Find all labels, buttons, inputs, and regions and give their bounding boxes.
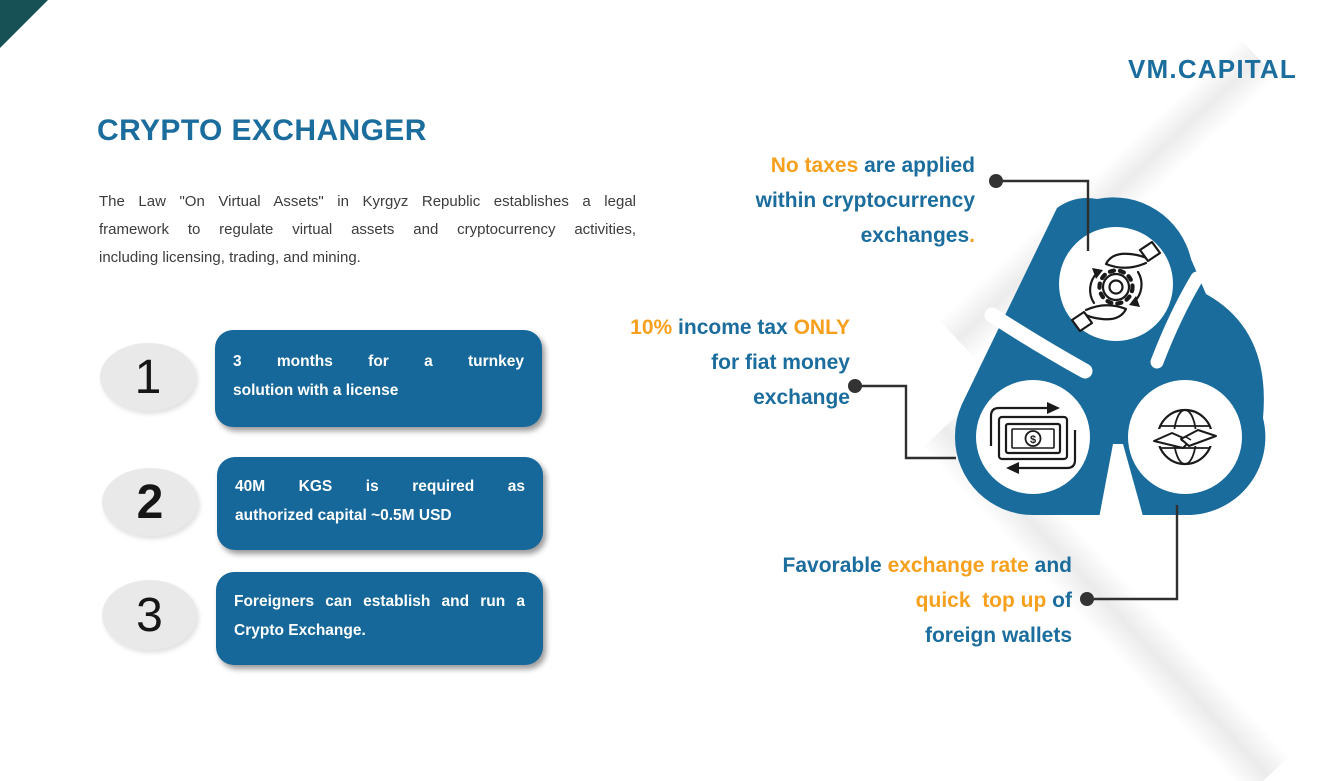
callout-income-tax: 10% income tax ONLY for fiat money exchang… (490, 310, 850, 415)
intro-paragraph: The Law "On Virtual Assets" in Kyrgyz Re… (99, 188, 636, 272)
connector-line (855, 384, 956, 460)
callout-segment: of (1052, 589, 1072, 612)
callout-line: No taxes are applied (615, 148, 975, 183)
callout-line: exchanges. (615, 218, 975, 253)
text-line: authorized capital ~0.5M USD (235, 507, 452, 524)
callout-no-taxes: No taxes are applied within cryptocurrenc… (615, 148, 975, 253)
callout-segment: exchange rate (887, 554, 1035, 577)
blob-notch (984, 307, 1093, 379)
step-card: 3 months for a turnkey solution with a li… (215, 330, 542, 427)
callout-segment: exchange (753, 386, 850, 409)
globe-handshake-icon (1152, 408, 1218, 466)
brand-logo: VM.CAPITAL (1128, 54, 1297, 84)
callout-line: 10% income tax ONLY (490, 310, 850, 345)
blob-notch (1150, 271, 1204, 369)
callout-segment: income tax (678, 316, 794, 339)
step-number-badge: 3 (102, 580, 197, 650)
callout-segment: quick top up (915, 589, 1053, 612)
connector-dot (989, 174, 1003, 188)
callout-segment: for fiat money (711, 351, 850, 374)
svg-text:$: $ (1030, 434, 1036, 446)
callout-segment: ONLY (793, 316, 850, 339)
callout-segment: No taxes (770, 154, 865, 177)
blob-notch (1096, 444, 1148, 534)
callout-line: Favorable exchange rate and (712, 548, 1072, 583)
connector-dot (848, 379, 862, 393)
callout-segment: and (1034, 554, 1072, 577)
text-line: Crypto Exchange. (234, 622, 366, 639)
callout-line: exchange (490, 380, 850, 415)
step-number-badge: 2 (102, 468, 198, 536)
page-title: CRYPTO EXCHANGER (97, 114, 427, 147)
callout-line: within cryptocurrency (615, 183, 975, 218)
connector-dot (1080, 592, 1094, 606)
connector-line (996, 179, 1090, 251)
money-exchange-icon: $ (989, 402, 1077, 474)
text-line: The Law "On Virtual Assets" in Kyrgyz Re… (99, 193, 636, 210)
callout-segment: exchanges (860, 224, 970, 247)
callout-segment: Favorable (782, 554, 888, 577)
callout-line: quick top up of (712, 583, 1072, 618)
text-line: including licensing, trading, and mining… (99, 249, 361, 266)
text-line: Foreigners can establish and run a (234, 593, 525, 610)
text-line: solution with a license (233, 382, 399, 399)
callout-segment: . (969, 224, 975, 247)
step-card: Foreigners can establish and run a Crypto… (216, 572, 543, 665)
callout-segment: are applied (864, 154, 975, 177)
callout-segment: within cryptocurrency (755, 189, 975, 212)
step-card: 40M KGS is required as authorized capital… (217, 457, 543, 550)
hands-gear-icon (1070, 240, 1162, 333)
step-number-badge: 1 (100, 343, 196, 411)
text-line: framework to regulate virtual assets and… (99, 221, 636, 238)
connector-line (1092, 505, 1179, 601)
text-line: 3 months for a turnkey (233, 353, 524, 370)
text-line: 40M KGS is required as (235, 478, 525, 495)
callout-segment: foreign wallets (924, 624, 1072, 647)
callout-line: foreign wallets (712, 618, 1072, 653)
callout-line: for fiat money (490, 345, 850, 380)
corner-accent-triangle (0, 0, 48, 48)
callout-segment: 10% (630, 316, 679, 339)
